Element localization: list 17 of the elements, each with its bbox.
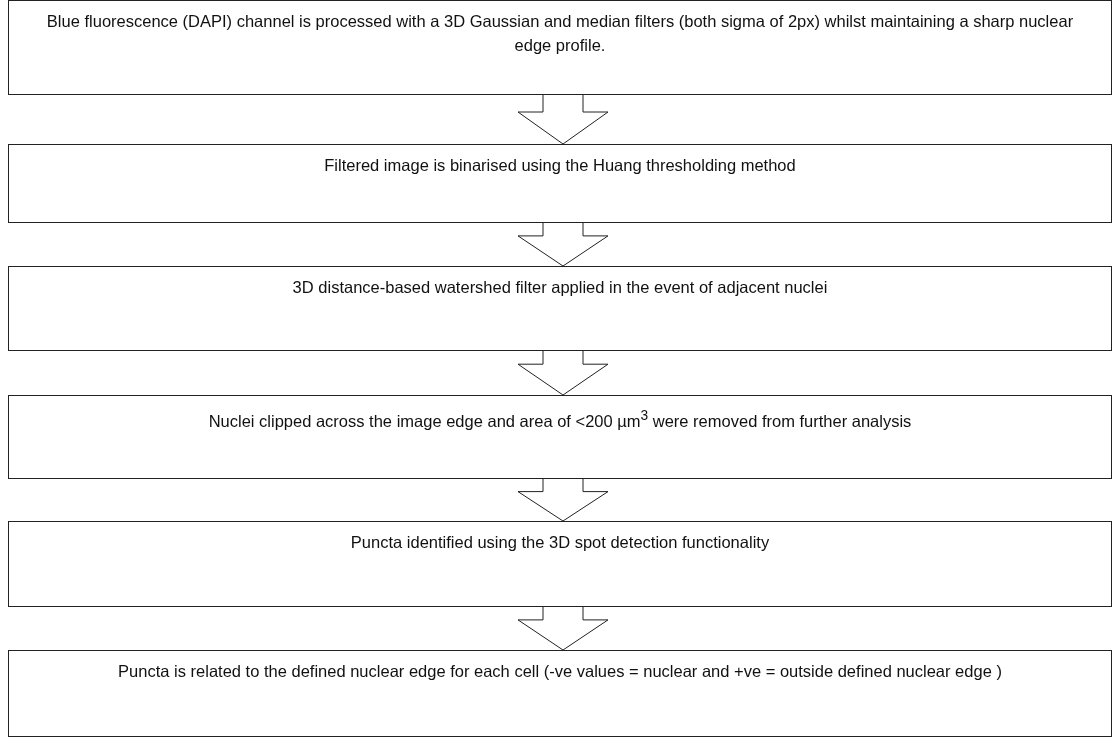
step-text: Filtered image is binarised using the Huang thresholding method [324,155,796,176]
step-text: Puncta is related to the defined nuclear edge for each cell (-ve values = nuclear and +ve = outside defined nuclear edge ) [118,661,1002,682]
process-box [8,650,1112,737]
step-text: Puncta identified using the 3D spot detection functionality [350,532,770,553]
step-text: Nuclei clipped across the image edge and area of <200 µm$^{3}$ were removed from further analysis [208,407,912,432]
process-box [8,144,1112,223]
process-box [8,266,1112,351]
process-box [8,0,1112,95]
process-box [8,395,1112,479]
block-arrow [517,222,609,267]
process-box [8,521,1112,607]
block-arrow [517,350,609,396]
block-arrow [517,478,609,522]
step-text: 3D distance-based watershed filter applied in the event of adjacent nuclei [292,277,828,298]
block-arrow [517,94,609,145]
block-arrow [517,606,609,651]
step-text: Blue fluorescence (DAPI) channel is processed with a 3D Gaussian and median filters (both sigma of 2px) whilst maintaining a sharp nuclear edge profile. [45,11,1075,56]
